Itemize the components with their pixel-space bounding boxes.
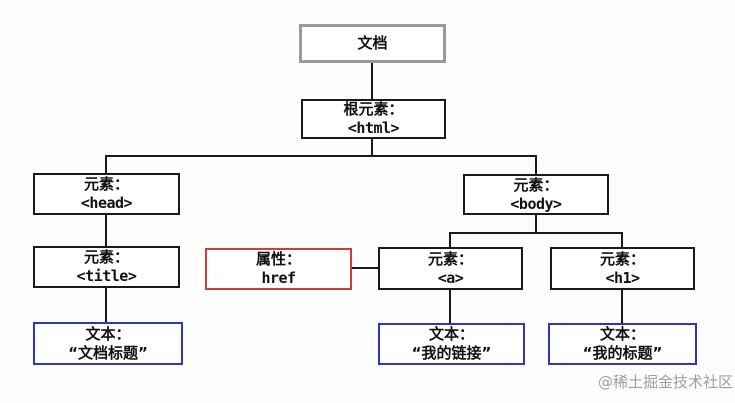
connector-h1-text [621,290,623,324]
node-label: 属性： [255,250,301,268]
node-label: 元素： [513,175,559,194]
connector-attr-a [352,267,378,269]
node-label: 元素： [427,249,473,268]
node-element-h1: 元素： <h1> [550,247,695,290]
connector-rail-to-body [535,155,537,175]
node-tag: href [261,269,296,287]
connector-body-stem [535,215,537,234]
node-document-label: 文档 [357,34,388,52]
connector-title-text [105,288,107,323]
connector-rail-body-children [449,232,623,234]
connector-rail-html-children [105,155,537,157]
node-label: 文本： [428,325,474,343]
node-label: 根元素： [343,100,404,118]
node-text-document-title: 文本： “文档标题” [33,322,183,365]
node-label: 元素： [83,175,129,193]
node-tag: <body> [510,194,562,213]
connector-html-stem [371,139,373,157]
connector-rail-to-head [105,155,107,174]
node-tag: <head> [80,194,133,212]
node-tag: <h1> [605,268,640,287]
node-value: “文档标题” [68,343,148,362]
node-value: “我的标题” [582,344,663,362]
connector-rail-to-a [449,232,451,248]
watermark: @稀土掘金技术社区 [597,373,733,391]
connector-a-text [449,290,451,324]
node-element-title: 元素： <title> [33,246,180,288]
connector-head-title [105,215,107,247]
node-value: “我的链接” [411,344,492,362]
node-attribute-href: 属性： href [205,248,352,290]
node-element-a: 元素： <a> [378,247,523,290]
node-tag: <title> [76,267,137,285]
node-document: 文档 [299,24,446,63]
node-label: 文本： [85,324,131,343]
node-label: 元素： [599,249,645,268]
node-element-head: 元素： <head> [33,173,180,215]
node-tag: <html> [347,119,400,137]
node-label: 文本： [599,325,645,343]
connector-rail-to-h1 [621,232,623,248]
connector-document-html [371,63,373,100]
node-root-element-html: 根元素： <html> [301,99,446,139]
node-text-my-link: 文本： “我的链接” [378,323,525,365]
node-tag: <a> [437,268,464,287]
node-text-my-heading: 文本： “我的标题” [548,323,697,365]
node-label: 元素： [83,248,129,266]
node-element-body: 元素： <body> [463,174,609,215]
